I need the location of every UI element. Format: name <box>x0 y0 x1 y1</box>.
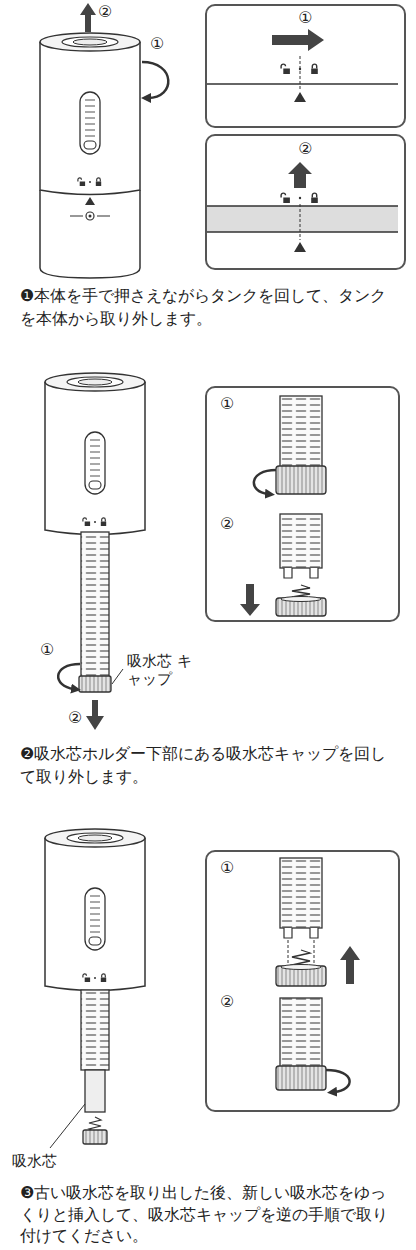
wick-holder <box>81 532 109 678</box>
inset-detail <box>281 64 290 74</box>
inset-box: ①② <box>205 386 400 622</box>
callout-number: ② <box>207 139 404 158</box>
inset-box: ① <box>205 4 406 128</box>
callout-number: ① <box>40 640 54 659</box>
inset-detail <box>311 64 318 74</box>
inset-detail <box>272 29 324 51</box>
inset-detail <box>207 206 398 232</box>
inset-box: ② <box>205 134 406 270</box>
water-tank <box>89 215 92 218</box>
inset-detail <box>300 204 301 240</box>
leader-line <box>50 1104 85 1148</box>
inset-detail <box>254 396 326 494</box>
inset-detail <box>240 584 260 616</box>
wick-holder <box>81 990 109 1070</box>
inset-detail <box>276 466 326 494</box>
inset-detail <box>284 568 318 578</box>
inset-detail <box>280 998 322 1068</box>
instruction-text: ❸古い吸水芯を取り出した後、新しい吸水芯をゆっくりと挿入して、吸水芯キャップを逆… <box>20 1182 398 1247</box>
callout-number: ② <box>98 2 112 21</box>
inset-detail <box>340 946 360 984</box>
inset-detail <box>207 206 398 232</box>
water-tank <box>85 197 95 205</box>
callout-number: ① <box>220 858 234 877</box>
inset-detail <box>284 928 318 938</box>
lift-arrow <box>80 3 96 32</box>
pull-arrow <box>86 700 104 730</box>
part-label: 吸水芯 キャップ <box>127 652 199 688</box>
inset-detail <box>311 193 318 203</box>
inset-detail <box>300 56 301 90</box>
callout-number: ① <box>220 394 234 413</box>
inset-detail <box>254 470 276 494</box>
rotate-arrow <box>58 664 80 689</box>
humidifier-unit <box>45 829 145 991</box>
water-tank <box>40 190 140 278</box>
callout-number: ① <box>150 34 164 53</box>
leader-line <box>112 669 123 684</box>
inset-detail <box>276 998 350 1092</box>
wick-holder <box>79 676 111 692</box>
rotate-arrow <box>142 62 168 98</box>
inset-detail <box>288 162 312 188</box>
callout-number: ② <box>220 992 234 1011</box>
inset-detail <box>276 1066 326 1090</box>
inset-detail <box>207 162 398 252</box>
water-tank <box>40 190 140 278</box>
wick-cap <box>83 1117 107 1144</box>
lift-arrow <box>80 3 96 32</box>
rotate-arrow <box>58 664 80 689</box>
inset-detail <box>276 858 360 986</box>
inset-detail <box>280 514 322 568</box>
wick-cap <box>83 1130 107 1144</box>
inset-box: ①② <box>205 850 400 1112</box>
instruction-text: ❶本体を手で押さえながらタンクを回して、タンクを本体から取り外します。 <box>20 284 398 330</box>
inset-detail <box>240 514 326 616</box>
part-label: 吸水芯 <box>12 1152 57 1170</box>
leader-line <box>50 1104 85 1148</box>
callout-number: ② <box>220 514 234 533</box>
rotate-arrow <box>142 62 168 98</box>
inset-detail <box>281 597 321 602</box>
wick-core <box>85 1070 105 1112</box>
instruction-text: ❷吸水芯ホルダー下部にある吸水芯キャップを回して取り外します。 <box>20 742 398 788</box>
inset-detail <box>281 193 290 203</box>
callout-number: ① <box>207 8 404 27</box>
humidifier-unit <box>40 33 140 195</box>
inset-detail <box>294 92 306 102</box>
inset-detail <box>326 1070 350 1092</box>
leader-line <box>112 669 123 684</box>
inset-detail <box>207 83 398 84</box>
inset-detail <box>207 29 398 102</box>
pull-arrow <box>86 700 104 730</box>
water-tank <box>86 212 94 220</box>
inset-detail <box>299 197 301 199</box>
inset-detail <box>280 396 322 468</box>
inset-detail <box>294 242 306 252</box>
callout-number: ② <box>68 708 82 727</box>
wick-holder <box>79 532 111 692</box>
wick-core <box>85 1070 105 1112</box>
water-tank <box>70 215 110 216</box>
humidifier-unit <box>45 373 145 535</box>
inset-detail <box>281 965 321 970</box>
wick-holder <box>81 990 109 1070</box>
inset-detail <box>280 858 322 928</box>
